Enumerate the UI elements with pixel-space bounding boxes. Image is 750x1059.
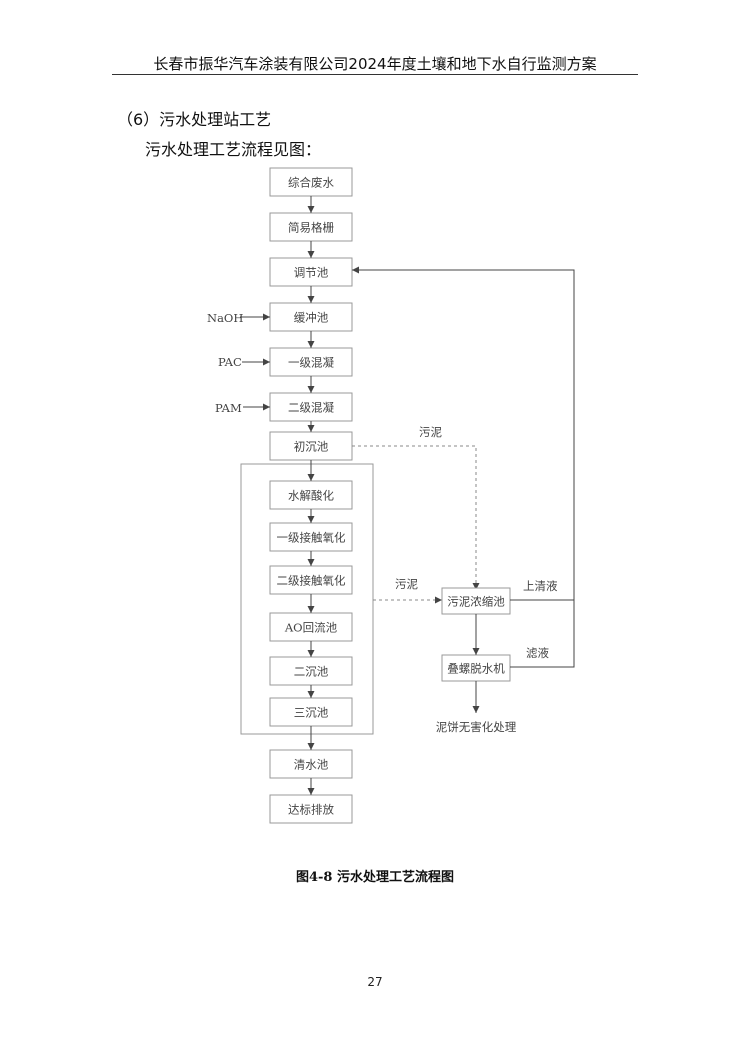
box-clear-water-tank: 清水池 [269,749,353,779]
svg-text:二级接触氧化: 二级接触氧化 [277,574,346,588]
box-simple-grating: 简易格栅 [269,212,353,242]
box-tertiary-clarifier: 三沉池 [269,697,353,727]
box-regulating-tank: 调节池 [269,257,353,287]
svg-text:NaOH: NaOH [207,311,243,325]
box-ao-return-tank: AO回流池 [269,612,353,642]
svg-text:一级混凝: 一级混凝 [288,356,334,370]
svg-text:叠螺脱水机: 叠螺脱水机 [447,662,505,676]
svg-text:三沉池: 三沉池 [294,706,329,720]
svg-text:一级接触氧化: 一级接触氧化 [277,531,346,545]
svg-text:污泥: 污泥 [419,425,442,439]
return-supernatant-line: 上清液 [352,266,575,601]
page-number: 27 [367,975,383,989]
svg-text:达标排放: 达标排放 [288,803,334,817]
svg-text:水解酸化: 水解酸化 [288,489,334,503]
figure-caption: 图4-8 污水处理工艺流程图 [295,870,454,885]
svg-text:清水池: 清水池 [294,758,329,772]
page-header: 长春市振华汽车涂装有限公司2024年度土壤和地下水自行监测方案 [153,55,597,73]
section-title: （6）污水处理站工艺 [117,110,272,129]
svg-text:缓冲池: 缓冲池 [294,311,329,325]
svg-text:综合废水: 综合废水 [288,176,334,190]
svg-text:上清液: 上清液 [523,579,558,593]
box-buffer-tank: 缓冲池 [269,302,353,332]
box-contact-oxidation-1: 一级接触氧化 [269,522,353,552]
svg-text:污泥: 污泥 [395,577,418,591]
flowchart: 综合废水 简易格栅 调节池 缓冲池 一级混凝 二级混凝 初沉池 水解酸化 一级接… [207,167,575,824]
box-screw-dewatering: 叠螺脱水机 [441,654,511,682]
svg-text:污泥浓缩池: 污泥浓缩池 [447,595,505,609]
box-contact-oxidation-2: 二级接触氧化 [269,565,353,595]
box-hydrolysis-acidification: 水解酸化 [269,480,353,510]
chemical-pac: PAC [218,355,270,369]
box-discharge: 达标排放 [269,794,353,824]
svg-text:初沉池: 初沉池 [294,440,329,454]
sludge-line-biological: 污泥 [373,577,442,604]
biological-treatment-group [240,463,374,735]
return-filtrate-line: 滤液 [510,600,575,668]
sludge-line-primary: 污泥 [352,425,480,590]
box-sludge-thickener: 污泥浓缩池 [441,587,511,615]
box-comprehensive-wastewater: 综合废水 [269,167,353,197]
box-primary-coagulation: 一级混凝 [269,347,353,377]
svg-text:二沉池: 二沉池 [294,665,329,679]
box-secondary-coagulation: 二级混凝 [269,392,353,422]
svg-text:PAC: PAC [218,355,242,369]
sludge-cake-disposal: 泥饼无害化处理 [436,720,517,734]
intro-text: 污水处理工艺流程见图： [145,140,322,159]
svg-text:简易格栅: 简易格栅 [288,221,334,235]
header-rule [112,74,638,75]
svg-text:二级混凝: 二级混凝 [288,401,334,415]
box-secondary-clarifier: 二沉池 [269,656,353,686]
box-primary-sedimentation: 初沉池 [269,431,353,461]
chemical-pam: PAM [215,401,270,415]
svg-text:滤液: 滤液 [526,646,549,660]
svg-text:调节池: 调节池 [294,266,329,280]
svg-text:PAM: PAM [215,401,242,415]
chemical-naoh: NaOH [207,311,270,325]
svg-text:AO回流池: AO回流池 [284,621,338,635]
